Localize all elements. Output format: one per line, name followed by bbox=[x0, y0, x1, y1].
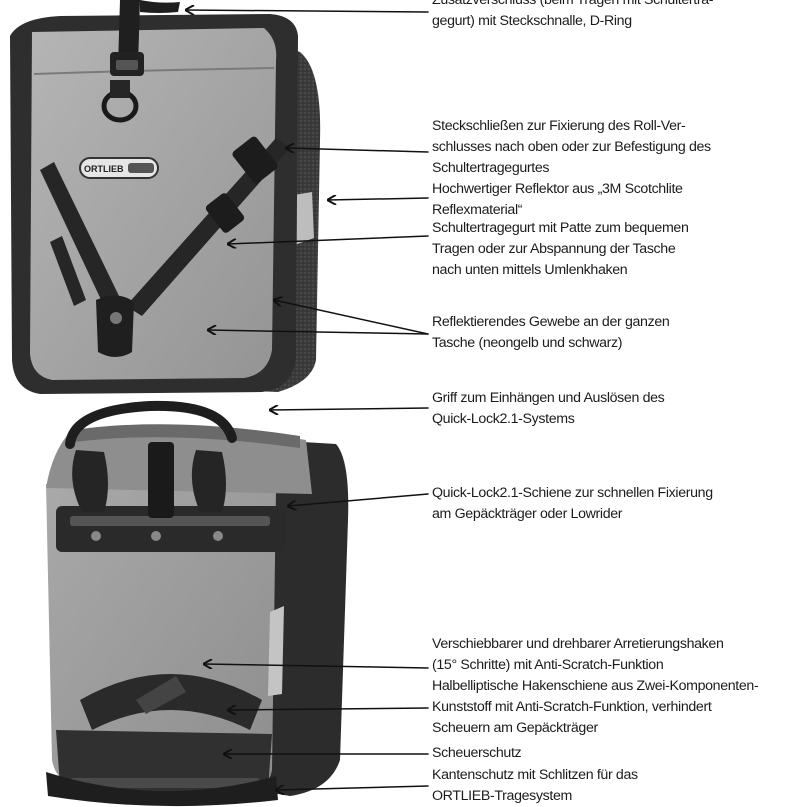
callout-line-kantenschutz bbox=[276, 786, 429, 790]
annotation-scheuerschutz: Scheuerschutz bbox=[432, 743, 804, 764]
svg-text:ORTLIEB: ORTLIEB bbox=[84, 164, 124, 174]
annotation-line: Zusatzverschluss (beim Tragen mit Schult… bbox=[432, 0, 714, 8]
callout-line-steckschliessen bbox=[286, 148, 429, 152]
edge-protector bbox=[46, 772, 278, 807]
annotation-line: (15° Schritte) mit Anti-Scratch-Funktion bbox=[432, 657, 664, 673]
annotation-line: Reflektierendes Gewebe an der ganzen bbox=[432, 314, 670, 330]
annotation-schiene: Quick-Lock2.1-Schiene zur schnellen Fixi… bbox=[432, 483, 804, 525]
annotation-line: Griff zum Einhängen und Auslösen des bbox=[432, 390, 665, 406]
callout-line-hakenschiene bbox=[228, 708, 429, 710]
hook-rail bbox=[80, 674, 262, 730]
annotation-line: gegurt) mit Steckschnalle, D-Ring bbox=[432, 13, 632, 29]
annotation-reflektierendes-gewebe: Reflektierendes Gewebe an der ganzen Tas… bbox=[432, 312, 804, 354]
callout-line-zusatzverschluss bbox=[186, 10, 429, 12]
annotation-line: Scheuerschutz bbox=[432, 745, 522, 761]
annotation-steckschliessen: Steckschließen zur Fixierung des Roll-Ve… bbox=[432, 116, 804, 179]
annotation-line: Quick-Lock2.1-Systems bbox=[432, 411, 575, 427]
annotation-kantenschutz: Kantenschutz mit Schlitzen für das ORTLI… bbox=[432, 765, 804, 807]
annotation-line: Hochwertiger Reflektor aus „3M Scotchlit… bbox=[432, 181, 683, 197]
annotation-line: Verschiebbarer und drehbarer Arretierung… bbox=[432, 636, 724, 652]
callout-line-arretierungshaken bbox=[204, 664, 429, 668]
annotation-schultertragegurt: Schultertragegurt mit Patte zum bequemen… bbox=[432, 218, 804, 281]
annotation-line: nach unten mittels Umlenkhaken bbox=[432, 262, 628, 278]
bag-back-view bbox=[46, 400, 349, 807]
shoulder-strap bbox=[126, 138, 290, 316]
annotation-line: Quick-Lock2.1-Schiene zur schnellen Fixi… bbox=[432, 485, 713, 501]
annotation-griff: Griff zum Einhängen und Auslösen des Qui… bbox=[432, 388, 804, 430]
callout-line-gewebe-a bbox=[274, 300, 429, 335]
top-closure-strap bbox=[118, 0, 140, 66]
annotation-reflektor: Hochwertiger Reflektor aus „3M Scotchlit… bbox=[432, 179, 804, 221]
annotation-line: Schultertragegurtes bbox=[432, 160, 550, 176]
annotation-line: Kunststoff mit Anti-Scratch-Funktion, ve… bbox=[432, 699, 712, 715]
annotation-line: Tasche (neongelb und schwarz) bbox=[432, 335, 623, 351]
carry-handle bbox=[65, 400, 237, 449]
back-side-panel bbox=[266, 440, 349, 796]
annotation-arretierungshaken: Verschiebbarer und drehbarer Arretierung… bbox=[432, 634, 804, 676]
bag-front-view: ORTLIEB bbox=[10, 0, 321, 394]
callout-line-schiene bbox=[288, 493, 429, 506]
callout-line-gewebe-b bbox=[208, 330, 429, 334]
callout-line-griff bbox=[270, 408, 429, 410]
callout-line-reflektor bbox=[328, 198, 429, 200]
callout-line-schultertragegurt bbox=[228, 235, 429, 244]
annotation-line: Scheuern am Gepäckträger bbox=[432, 720, 598, 736]
annotation-line: am Gepäckträger oder Lowrider bbox=[432, 506, 623, 522]
callout-lines bbox=[186, 10, 429, 790]
annotation-line: Tragen oder zur Abspannung der Tasche bbox=[432, 241, 676, 257]
annotation-line: Halbelliptische Hakenschiene aus Zwei-Ko… bbox=[432, 678, 759, 694]
front-light-panel bbox=[30, 28, 277, 380]
annotation-line: Reflexmaterial“ bbox=[432, 202, 523, 218]
annotation-zusatzverschluss: Zusatzverschluss (beim Tragen mit Schult… bbox=[432, 0, 804, 32]
annotation-line: schlusses nach oben oder zur Befestigung… bbox=[432, 139, 711, 155]
annotation-line: Kantenschutz mit Schlitzen für das bbox=[432, 767, 638, 783]
annotation-line: ORTLIEB-Tragesystem bbox=[432, 788, 572, 804]
annotation-line: Steckschließen zur Fixierung des Roll-Ve… bbox=[432, 118, 686, 134]
annotation-line: Schultertragegurt mit Patte zum bequemen bbox=[432, 220, 689, 236]
ortlieb-logo: ORTLIEB bbox=[79, 157, 159, 179]
annotation-hakenschiene: Halbelliptische Hakenschiene aus Zwei-Ko… bbox=[432, 676, 804, 739]
